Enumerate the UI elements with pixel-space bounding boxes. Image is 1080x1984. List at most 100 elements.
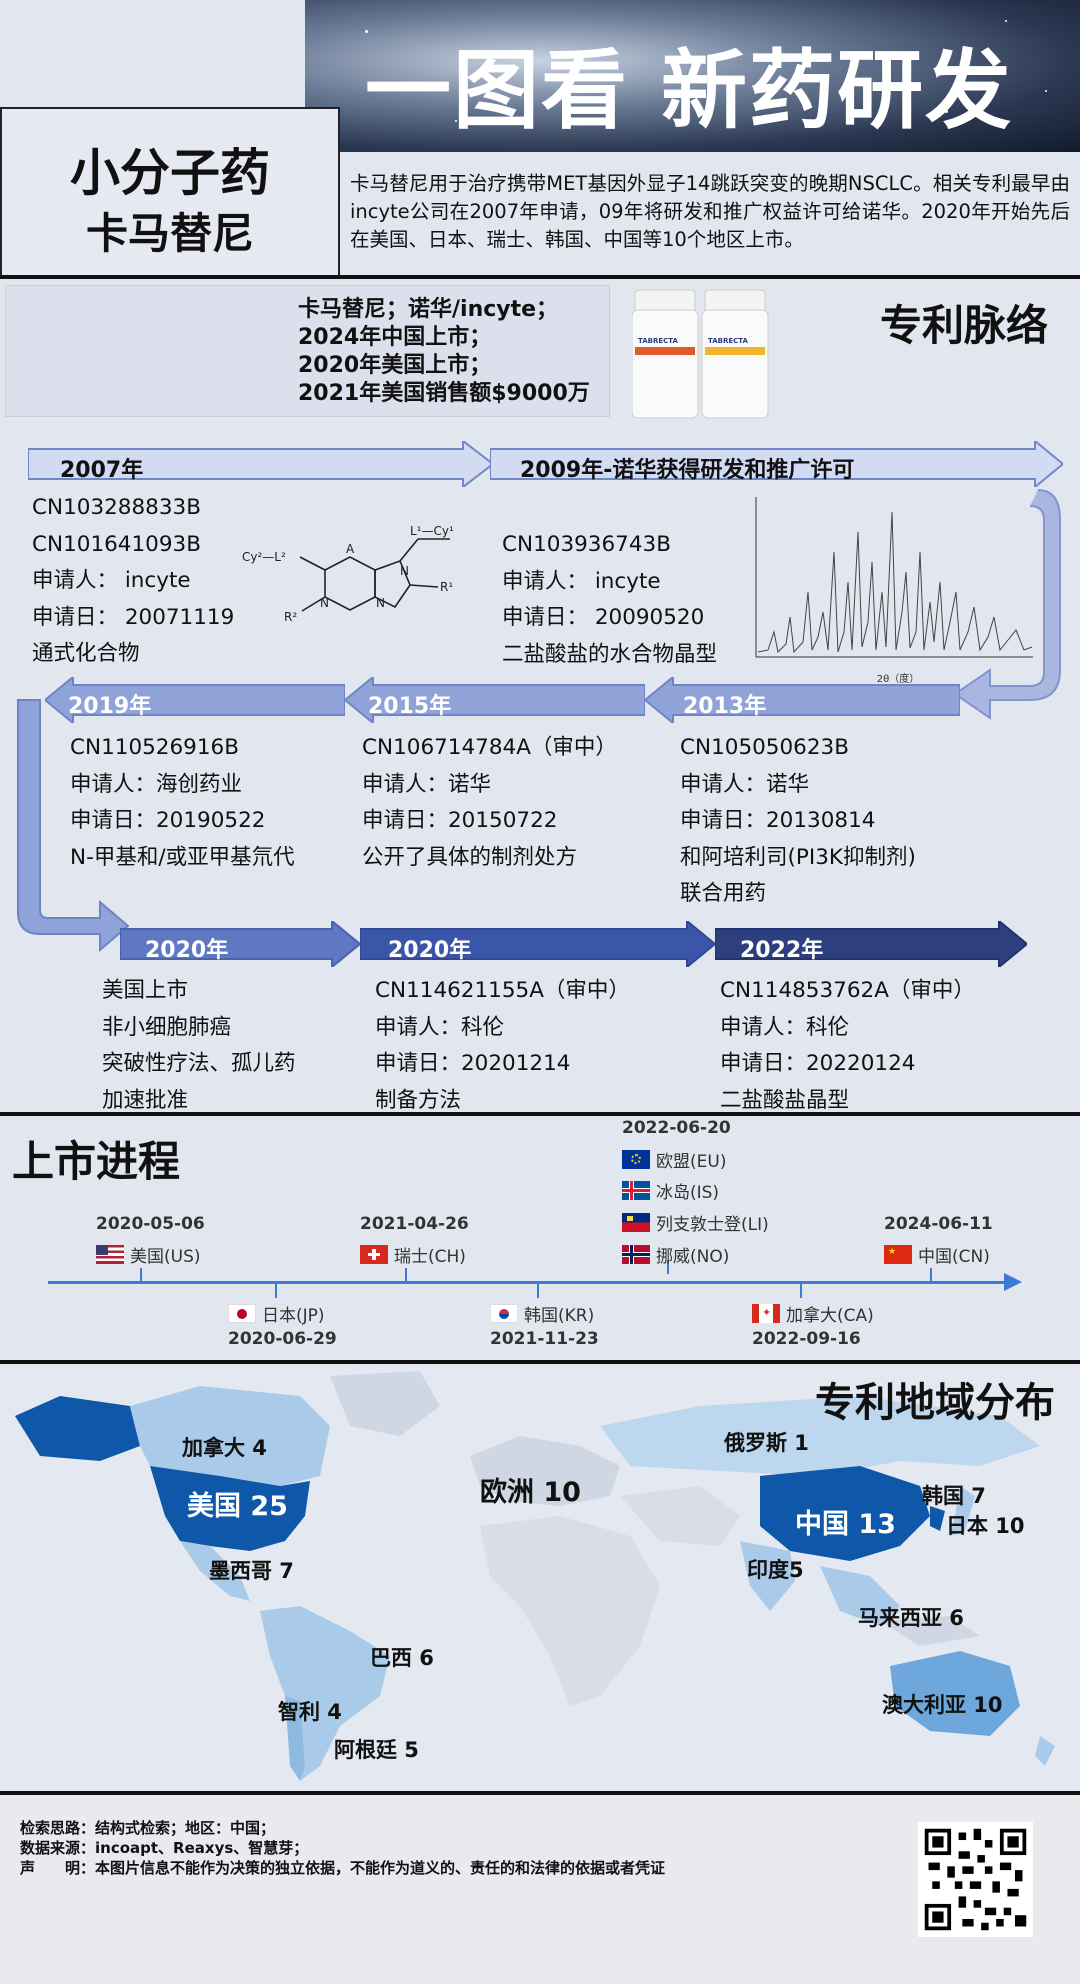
market-date: 2020-05-06 <box>96 1214 205 1234</box>
footer-disclaimer: 声 明：本图片信息不能作为决策的独立依据，不能作为道义的、责任的和法律的依据或者… <box>20 1859 666 1877</box>
region-label: 日本 10 <box>946 1514 1025 1538</box>
tick <box>930 1268 932 1282</box>
qr-code-image[interactable] <box>918 1822 1033 1937</box>
drug-type: 小分子药 <box>70 144 270 202</box>
market-country: 挪威(NO) <box>622 1242 729 1267</box>
chemical-structure-image: Cy²—L² R² A N N N L¹—Cy¹ R¹ <box>242 525 454 624</box>
region-label: 澳大利亚 10 <box>882 1693 1003 1717</box>
timeline-arrow-2019 <box>45 677 345 723</box>
timeline-arrow-2007 <box>28 441 493 487</box>
canada-flag-icon: ✦ <box>752 1304 780 1323</box>
arrow-label: 2013年 <box>683 694 767 719</box>
market-date: 2024-06-11 <box>884 1214 993 1234</box>
iceland-flag-icon <box>622 1181 650 1200</box>
tick <box>667 1260 669 1274</box>
bottle-label: TABRECTA <box>638 337 679 345</box>
market-date: 2021-11-23 <box>490 1329 599 1349</box>
timeline-arrow-2013 <box>645 677 960 723</box>
xrd-pattern-image: 2θ（度） <box>755 497 1033 685</box>
header-banner <box>305 0 1080 152</box>
patent-entry-2022: CN114853762A（审中） 申请人：科伦 申请日：20220124 二盐酸… <box>720 978 975 1113</box>
bottle-label: TABRECTA <box>708 337 749 345</box>
patent-entry-2009: CN103936743B 申请人： incyte 申请日： 20090520 二… <box>502 532 718 667</box>
drug-title-box <box>0 107 340 277</box>
tick <box>275 1284 277 1298</box>
tick <box>405 1268 407 1282</box>
region-label: 韩国 7 <box>922 1484 986 1508</box>
arrow-label: 2020年 <box>388 938 472 963</box>
summary-box <box>5 285 610 417</box>
market-country: 美国(US) <box>96 1242 201 1267</box>
region-label: 马来西亚 6 <box>858 1606 964 1630</box>
divider <box>0 1112 1080 1116</box>
svg-text:Cy²—L²: Cy²—L² <box>242 550 286 564</box>
patent-entry-2019: CN110526916B 申请人：海创药业 申请日：20190522 N-甲基和… <box>70 735 295 870</box>
svg-text:N: N <box>400 564 409 578</box>
tick <box>140 1268 142 1282</box>
japan-flag-icon <box>228 1304 256 1323</box>
market-country: 瑞士(CH) <box>360 1242 466 1267</box>
patent-entry-2013: CN105050623B 申请人：诺华 申请日：20130814 和阿培利司(P… <box>680 735 916 906</box>
arrow-label: 2009年-诺华获得研发和推广许可 <box>520 458 855 483</box>
svg-text:R¹: R¹ <box>440 580 453 594</box>
market-country: ✦ 加拿大(CA) <box>752 1301 874 1326</box>
region-label: 阿根廷 5 <box>334 1738 419 1762</box>
region-label: 加拿大 4 <box>182 1436 267 1460</box>
market-entry-us: 美国上市 非小细胞肺癌 突破性疗法、孤儿药 加速批准 <box>102 978 296 1113</box>
market-country: 日本(JP) <box>228 1301 325 1326</box>
swiss-flag-icon <box>360 1245 388 1264</box>
geo-section-title: 专利地域分布 <box>815 1380 1055 1426</box>
arrow-label: 2022年 <box>740 938 824 963</box>
region-label: 中国 13 <box>795 1509 896 1540</box>
korea-flag-icon <box>490 1304 518 1323</box>
arrow-label: 2020年 <box>145 938 229 963</box>
us-flag-icon <box>96 1245 124 1264</box>
divider <box>0 275 1080 279</box>
arrow-label: 2007年 <box>60 458 144 483</box>
footer-search-method: 检索思路：结构式检索；地区：中国； <box>20 1819 276 1837</box>
norway-flag-icon <box>622 1245 650 1264</box>
market-country: 列支敦士登(LI) <box>622 1210 769 1235</box>
market-section-title: 上市进程 <box>12 1137 181 1186</box>
china-flag-icon: ★ <box>884 1245 912 1264</box>
footer <box>0 1795 1080 1984</box>
patent-entry-2020: CN114621155A（审中） 申请人：科伦 申请日：20201214 制备方… <box>375 978 630 1113</box>
timeline-arrow-2015 <box>345 677 645 723</box>
patent-entry-2015: CN106714784A（审中） 申请人：诺华 申请日：20150722 公开了… <box>362 735 617 870</box>
svg-text:A: A <box>346 542 355 556</box>
liechtenstein-flag-icon <box>622 1213 650 1232</box>
market-country: ★ 中国(CN) <box>884 1242 990 1267</box>
market-date: 2021-04-26 <box>360 1214 469 1234</box>
region-label: 墨西哥 7 <box>209 1559 294 1583</box>
eu-flag-icon <box>622 1150 650 1169</box>
market-date: 2020-06-29 <box>228 1329 337 1349</box>
svg-text:L¹—Cy¹: L¹—Cy¹ <box>410 525 454 538</box>
patent-summary: 卡马替尼；诺华/incyte； 2024年中国上市； 2020年美国上市； 20… <box>298 297 590 406</box>
arrow-label: 2019年 <box>68 694 152 719</box>
region-label: 智利 4 <box>278 1700 342 1724</box>
market-date: 2022-09-16 <box>752 1329 861 1349</box>
market-country: 冰岛(IS) <box>622 1178 719 1203</box>
tick <box>537 1284 539 1298</box>
region-label: 巴西 6 <box>370 1646 434 1670</box>
market-timeline-axis <box>48 1281 1008 1284</box>
timeline-arrow-2020-us <box>120 921 360 967</box>
tick <box>800 1284 802 1298</box>
product-bottles-image: TABRECTA TABRECTA <box>632 289 769 419</box>
xrd-xlabel: 2θ（度） <box>877 672 919 685</box>
svg-text:R²: R² <box>284 610 297 624</box>
region-label: 美国 25 <box>187 1491 288 1522</box>
banner-title: 一图看 新药研发 <box>365 41 1013 141</box>
patent-entry-2007: CN103288833B CN101641093B 申请人： incyte 申请… <box>32 495 235 666</box>
footer-data-source: 数据来源：incoapt、Reaxys、智慧芽； <box>20 1839 309 1857</box>
region-label: 俄罗斯 1 <box>724 1431 809 1455</box>
divider <box>0 1360 1080 1364</box>
timeline-arrow-2022 <box>715 921 1027 967</box>
market-date: 2022-06-20 <box>622 1118 731 1138</box>
region-label: 欧洲 10 <box>480 1477 581 1508</box>
svg-text:N: N <box>376 596 385 610</box>
patent-section-title: 专利脉络 <box>880 301 1049 350</box>
divider <box>0 1791 1080 1795</box>
timeline-arrow-2020-cn <box>360 921 715 967</box>
timeline-arrow-2009 <box>490 441 1063 487</box>
